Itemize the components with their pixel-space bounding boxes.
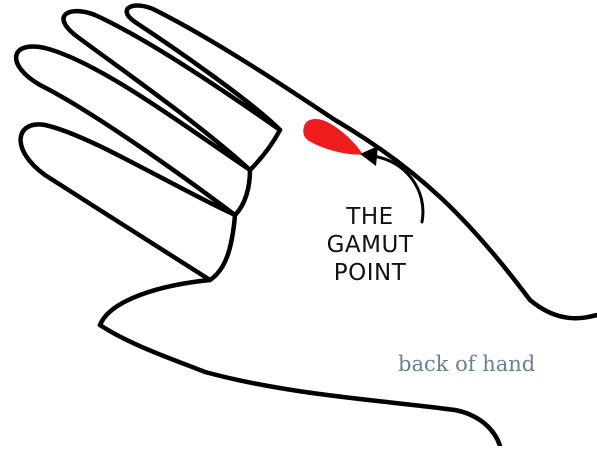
finger-crease-1 [210,215,235,280]
finger-crease-3 [250,130,280,170]
gamut-point-label-line-3: POINT [300,259,440,287]
back-of-hand-caption: back of hand [398,352,535,376]
finger-crease-2 [235,170,250,215]
gamut-point-label-line-2: GAMUT [300,231,440,259]
gamut-point-label-line-1: THE [300,203,440,231]
gamut-point-label: THE GAMUT POINT [300,203,440,287]
hand-lower-edge [100,325,500,446]
callout-arrow-head [360,146,378,166]
gamut-point-marker [304,120,362,155]
